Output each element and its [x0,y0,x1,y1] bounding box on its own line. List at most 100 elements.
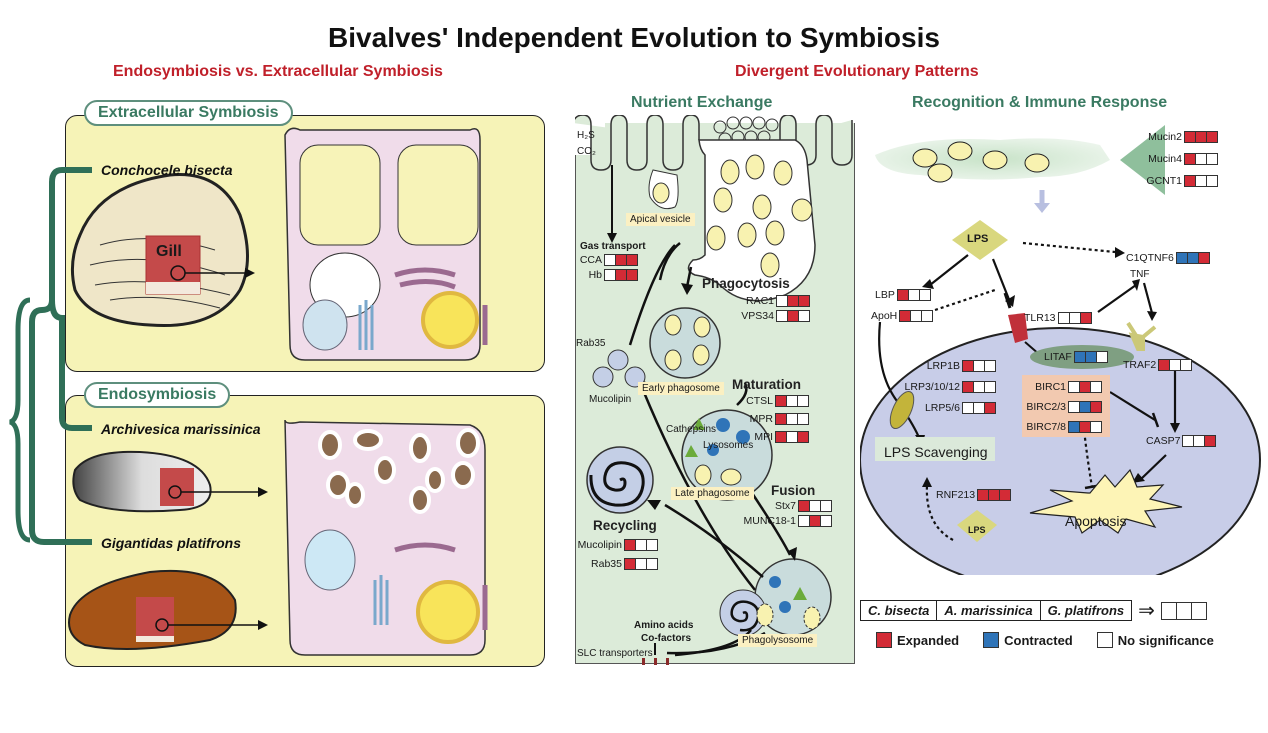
status-boxes [1158,359,1193,371]
lps-diamond-top [952,220,1008,260]
lysosomes-label: Lysosomes [703,440,754,451]
endosymbiosis-label: Endosymbiosis [84,382,231,408]
expanded-box [963,361,974,371]
no-significance-box [911,311,923,321]
no-significance-box [1069,402,1080,412]
expanded-box [616,255,627,265]
expanded-box [1207,132,1217,142]
no-significance-box [1194,436,1206,446]
expanded-box [1080,382,1091,392]
gene-tlr13: TLR13 [1024,312,1092,324]
no-significance-box [922,311,933,321]
apoptosis-star [1029,468,1183,534]
gene-row: LRP5/6 [925,402,996,414]
nutrient-illustration [575,115,853,665]
gene-name: C1QTNF6 [1126,252,1174,264]
gene-name: ApoH [871,310,898,322]
mucolipin-vesicle-label: Mucolipin [589,394,632,405]
gene-apoh: ApoH [871,310,934,322]
archivesica-shell [72,450,268,513]
no-significance-box [1096,352,1107,362]
no-significance-box [1069,313,1081,323]
expanded-box [1185,132,1196,142]
expanded-box [1196,132,1207,142]
subtitle-left: Endosymbiosis vs. Extracellular Symbiosi… [113,63,443,80]
maturation-label: Maturation [732,377,801,392]
symbiont-cells [706,154,813,278]
gene-name: BIRC7/8 [1026,421,1066,433]
legend-species-order: C. bisecta A. marissinica G. platifrons … [860,598,1207,623]
no-significance-box [821,516,831,526]
status-boxes [1184,131,1218,143]
no-significance-box [810,501,821,511]
no-significance-box [908,290,920,300]
status-boxes [775,431,809,443]
gene-row: BIRC2/3 [1026,401,1102,413]
legend-swatch [1096,632,1113,648]
no-significance-box [1181,360,1192,370]
gene-casp7: CASP7 [1146,435,1217,447]
gene-row: LRP1B [927,360,996,372]
gene-row: BIRC1 [1035,381,1102,393]
contracted-box [1085,352,1097,362]
legend-item: Expanded [876,632,959,648]
gene-row: RAC1 [746,295,810,307]
apoptosis-label: Apoptosis [1065,513,1127,529]
lps-diamond-small [957,510,997,542]
status-boxes [1182,435,1217,447]
no-significance-box [636,559,647,569]
slc-transporters-label: SLC transporters [577,648,653,659]
contracted-box [1187,253,1199,263]
expanded-box [776,396,787,406]
figure-title: Bivalves' Independent Evolution to Symbi… [328,22,940,53]
status-boxes [798,515,832,527]
status-boxes [977,489,1012,501]
no-significance-box [647,540,657,550]
no-significance-box [787,396,798,406]
status-boxes [896,289,931,301]
gene-name: MPR [749,413,773,425]
gene-name: MUNC18-1 [743,515,796,527]
subtitle-right: Divergent Evolutionary Patterns [735,63,979,80]
expanded-box [897,290,909,300]
gene-name: MPI [754,431,773,443]
expanded-box [776,432,787,442]
gene-name: LRP5/6 [924,402,960,414]
gene-row: Mucin4 [1148,153,1218,165]
gene-name: LRP3/10/12 [904,381,960,393]
gene-row: BIRC7/8 [1026,421,1102,433]
gene-name: RNF213 [936,489,976,501]
status-boxes [1184,153,1218,165]
no-significance-box [799,311,809,321]
endosymbiosis-cell [284,419,488,656]
expanded-box [1205,436,1216,446]
expanded-box [776,414,787,424]
no-significance-box [636,540,647,550]
expanded-box [900,311,912,321]
no-significance-box [974,382,985,392]
gene-name: Mucin4 [1148,153,1182,165]
expanded-box [978,490,990,500]
gene-row: CCA [580,254,638,266]
gene-name: CCA [579,254,602,266]
no-significance-box [1207,176,1217,186]
lps-scavenging-label: LPS Scavenging [884,444,988,460]
expanded-box [985,403,995,413]
no-significance-box [1091,422,1101,432]
no-significance-box [985,361,995,371]
no-significance-box [1058,313,1070,323]
gene-name: Hb [588,269,602,281]
no-significance-box [777,311,788,321]
gene-litaf: LITAF [1044,351,1108,363]
mucin-arrow-icon [1120,125,1165,195]
legend-species-3: G. platifrons [1047,603,1125,618]
gene-row: Stx7 [775,500,832,512]
expanded-box [625,540,636,550]
legend-box-triplet [1160,601,1207,620]
expanded-box [788,296,799,306]
status-boxes [962,381,996,393]
gene-row: MPR [750,413,809,425]
gene-traf2: TRAF2 [1123,359,1193,371]
